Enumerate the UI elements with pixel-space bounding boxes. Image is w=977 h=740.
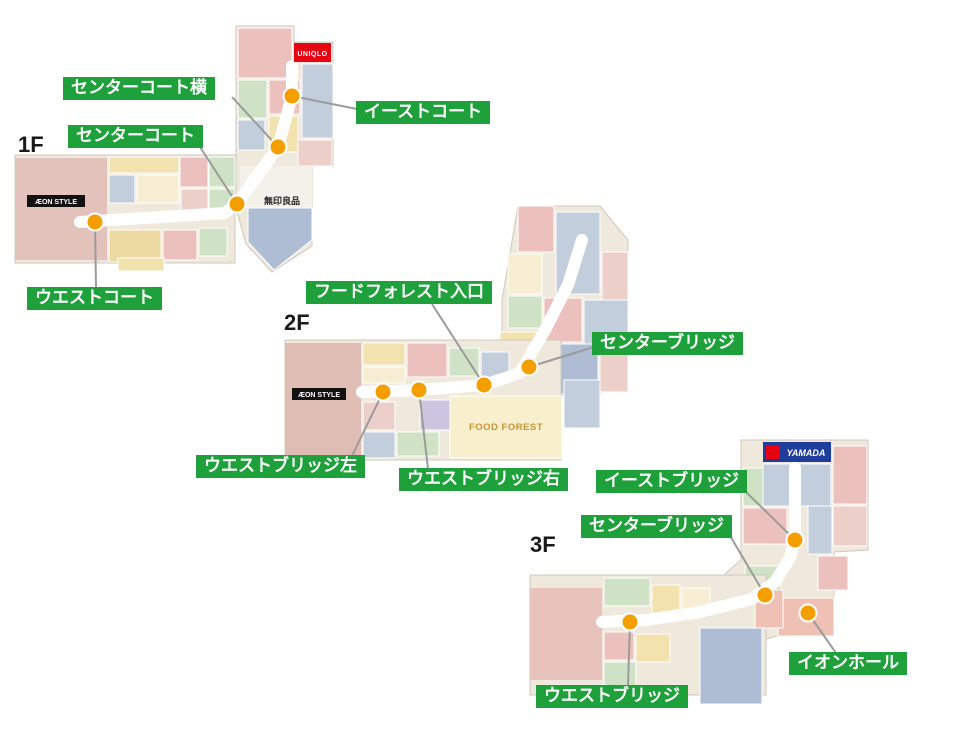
yamada-logo: YAMADA (763, 442, 831, 462)
callout-line-center-bridge-2f (528, 346, 595, 368)
callout-line-west-bridge-right (418, 389, 429, 470)
aeon-style-area-2f (285, 343, 361, 458)
markers (85, 86, 818, 632)
aeon-style-logo-1f: ÆON STYLE (27, 195, 85, 207)
label-east-court: イーストコート (356, 101, 491, 124)
uniqlo-logo-box (294, 43, 331, 62)
marker-center-court-side[interactable] (268, 137, 288, 157)
store-block (699, 627, 763, 705)
aeon-style-logo-text-1f: ÆON STYLE (35, 199, 77, 206)
aeon-style-logo-box-1f (27, 195, 85, 207)
label-west-bridge-left: ウエストブリッジ左 (196, 455, 365, 478)
aeon-style-logo-text-2f: ÆON STYLE (298, 392, 340, 399)
callout-line-east-court (291, 95, 363, 111)
store-block (396, 431, 440, 457)
store-block (362, 431, 396, 459)
store-block (507, 295, 543, 329)
store-block (237, 119, 266, 151)
store-block (635, 633, 671, 663)
label-center-bridge-3f: センターブリッジ (581, 515, 732, 538)
label-west-court: ウエストコート (27, 287, 162, 310)
callout-line-west-bridge (627, 621, 631, 687)
marker-west-bridge[interactable] (620, 612, 640, 632)
store-block (179, 156, 209, 188)
store-block (603, 577, 651, 607)
store-block (162, 229, 198, 261)
callout-line-center-court-side (231, 96, 279, 148)
marker-east-court[interactable] (282, 86, 302, 106)
uniqlo-logo: UNIQLO (294, 43, 331, 62)
callout-line-center-bridge-3f (728, 533, 766, 596)
store-block (117, 257, 165, 272)
callout-line-east-bridge (743, 489, 796, 541)
store-block (297, 139, 333, 167)
floor-map-3f: YAMADA (529, 439, 869, 705)
aeon-style-logo-2f: ÆON STYLE (292, 388, 346, 400)
callout-line-food-forest-entrance (431, 303, 485, 386)
store-block (362, 342, 406, 366)
store-block (180, 188, 209, 212)
label-center-court: センターコート (68, 125, 203, 148)
yamada-logo-text: YAMADA (787, 448, 826, 458)
marker-west-court[interactable] (85, 212, 105, 232)
store-block (832, 505, 868, 547)
store-block (517, 205, 555, 253)
floor-title-2f: 2F (284, 310, 310, 335)
store-block (507, 253, 543, 295)
store-block (406, 342, 448, 378)
aeon-style-logo-box-2f (292, 388, 346, 400)
marker-west-bridge-left[interactable] (373, 382, 393, 402)
marker-center-court[interactable] (227, 194, 247, 214)
store-block (807, 505, 833, 555)
callout-line-west-bridge-left (351, 391, 384, 457)
marker-center-bridge-3f[interactable] (755, 585, 775, 605)
store-block (237, 79, 268, 119)
label-east-bridge: イーストブリッジ (596, 470, 748, 493)
aeon-style-area-1f (15, 158, 107, 260)
food-forest-area (449, 395, 563, 459)
store-block (603, 661, 637, 689)
store-block (247, 207, 313, 271)
floor-map-2f: ÆON STYLE FOOD FOREST (284, 205, 629, 461)
store-block (108, 156, 180, 174)
store-block (754, 589, 784, 629)
label-center-court-side: センターコート横 (63, 77, 215, 100)
store-block (362, 401, 396, 431)
marker-west-bridge-right[interactable] (409, 380, 429, 400)
callout-line-center-court (199, 146, 238, 205)
marker-food-forest-entrance[interactable] (474, 375, 494, 395)
store-block (651, 584, 681, 614)
floor-title-1f: 1F (18, 132, 44, 157)
store-block (563, 379, 601, 429)
store-block (362, 366, 406, 384)
marker-aeon-hall[interactable] (798, 603, 818, 623)
store-block (601, 251, 629, 305)
label-west-bridge-right: ウエストブリッジ右 (399, 468, 568, 491)
label-food-forest-entrance: フードフォレスト入口 (306, 281, 492, 304)
store-block (817, 555, 849, 591)
store-block (832, 445, 868, 505)
store-block (108, 174, 136, 204)
marker-center-bridge-2f[interactable] (519, 357, 539, 377)
label-center-bridge-2f: センターブリッジ (592, 332, 743, 355)
store-block (198, 227, 228, 257)
store-block (237, 27, 293, 79)
store-block (599, 351, 629, 393)
store-block (136, 174, 180, 204)
floor-title-3f: 3F (530, 532, 556, 557)
label-aeon-hall: イオンホール (789, 652, 907, 675)
label-west-bridge: ウエストブリッジ (536, 685, 688, 708)
store-block (108, 229, 162, 263)
muji-logo-text: 無印良品 (264, 195, 300, 207)
callout-line-west-court (94, 221, 97, 289)
store-block (530, 588, 602, 680)
marker-east-bridge[interactable] (785, 530, 805, 550)
food-forest-logo-text: FOOD FOREST (469, 422, 543, 433)
uniqlo-logo-text: UNIQLO (297, 51, 327, 58)
yamada-logo-emblem (766, 445, 780, 459)
